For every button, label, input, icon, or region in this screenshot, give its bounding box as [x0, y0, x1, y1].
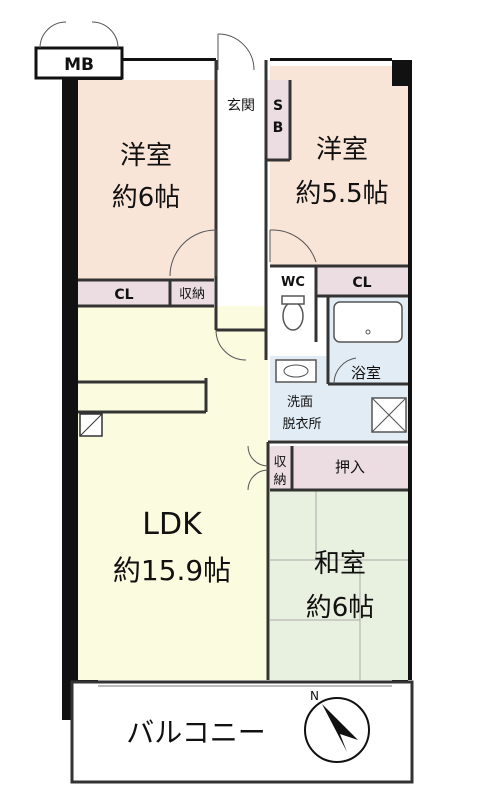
balcony-label: バルコニー	[126, 716, 265, 749]
shoe-box-b: B	[273, 120, 284, 136]
washbasin	[275, 359, 317, 383]
compass: N	[304, 689, 370, 763]
door-swings	[169, 33, 357, 491]
bathtub	[333, 301, 403, 343]
oshiire-closet	[292, 446, 408, 490]
closet-right-label: CL	[352, 275, 371, 291]
japanese-room	[270, 490, 408, 680]
closet-left	[78, 280, 170, 306]
washroom-label-2: 脱衣所	[282, 416, 321, 432]
meter-box-label: MB	[64, 55, 94, 75]
tatami-lines	[270, 490, 408, 680]
shoe-box-s: S	[273, 98, 283, 114]
storage-mid-label-2: 納	[273, 473, 286, 488]
ldk-room	[78, 306, 268, 680]
western-left-name: 洋室	[120, 141, 172, 171]
japanese-size: 約6帖	[306, 593, 375, 623]
closet-right	[316, 266, 408, 296]
storage-mid	[268, 446, 292, 490]
washroom-label-1: 洗面	[287, 395, 313, 410]
shoe-box	[266, 80, 290, 160]
japanese-name: 和室	[314, 549, 366, 579]
western-right-size: 約5.5帖	[295, 179, 388, 209]
partitions	[78, 60, 408, 680]
oshiire-label: 押入	[335, 458, 365, 476]
bath-label: 浴室	[351, 364, 381, 382]
compass-north-label: N	[310, 689, 319, 703]
western-room-left	[78, 80, 216, 280]
toilet-bowl	[282, 301, 304, 331]
western-room-right	[270, 66, 408, 266]
ldk-name: LDK	[142, 507, 203, 542]
toilet-label: WC	[281, 275, 305, 290]
meter-box	[34, 46, 124, 80]
storage-top	[170, 280, 214, 306]
storage-top-label: 収納	[179, 287, 205, 302]
storage-mid-label-1: 収	[273, 455, 286, 470]
ldk-size: 約15.9帖	[113, 554, 231, 587]
entrance-label: 玄関	[227, 97, 255, 114]
closet-left-label: CL	[114, 287, 133, 303]
western-left-size: 約6帖	[112, 183, 181, 213]
mb-doors	[39, 21, 119, 49]
bathtub-drain	[365, 329, 371, 335]
western-right-name: 洋室	[316, 135, 368, 165]
